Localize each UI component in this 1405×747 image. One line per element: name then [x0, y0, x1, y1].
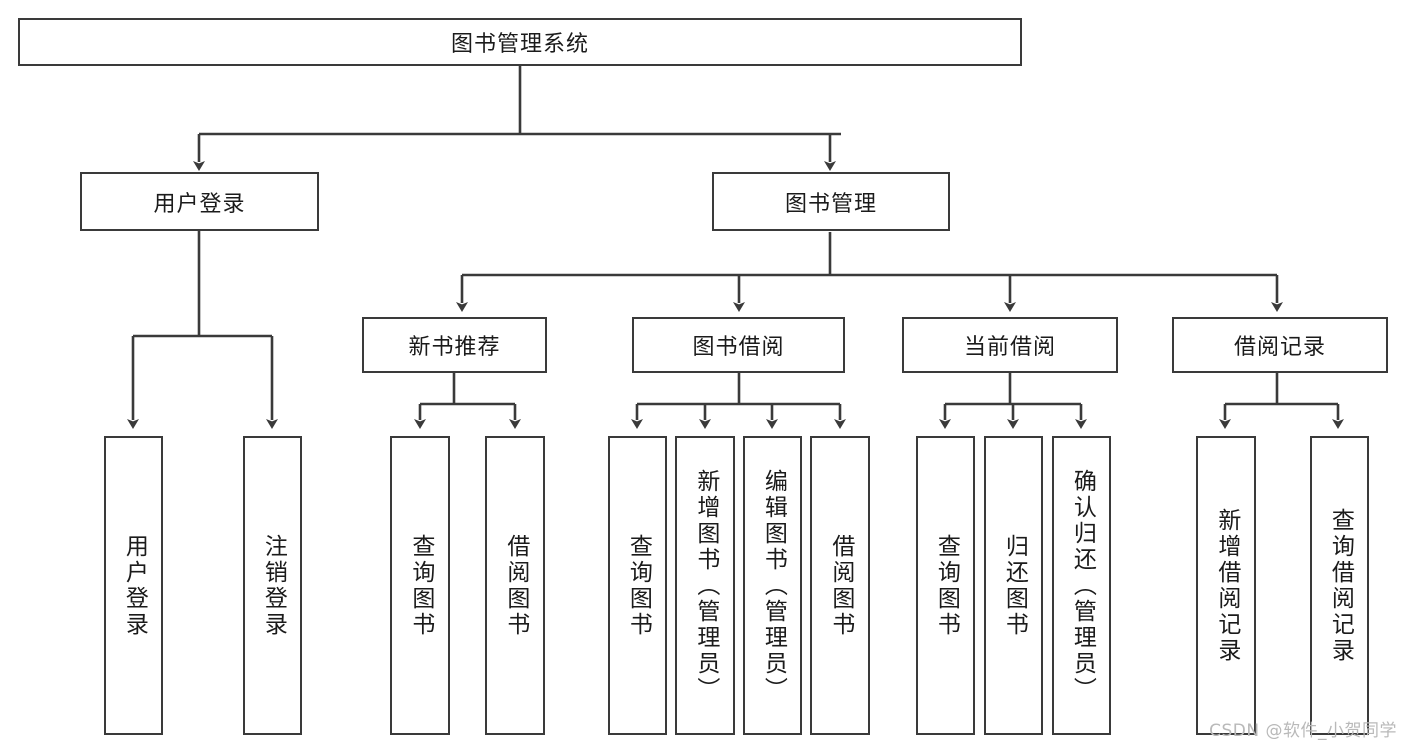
node-leaf-query-book-1-label: 查询图书 — [407, 533, 434, 638]
node-user-login-label: 用户登录 — [153, 191, 246, 217]
node-borrow-record[interactable]: 借阅记录 — [1172, 317, 1388, 373]
node-user-login[interactable]: 用户登录 — [80, 172, 319, 231]
node-book-borrow-label: 图书借阅 — [692, 335, 785, 360]
node-leaf-edit-book[interactable]: 编辑图书（管理员） — [743, 436, 802, 735]
node-leaf-logout-label: 注销登录 — [260, 533, 287, 638]
node-leaf-confirm-return[interactable]: 确认归还（管理员） — [1052, 436, 1111, 735]
node-root[interactable]: 图书管理系统 — [18, 18, 1022, 66]
node-current-borrow[interactable]: 当前借阅 — [902, 317, 1118, 373]
node-leaf-user-login-label: 用户登录 — [121, 533, 148, 638]
watermark: CSDN @软件_小贺同学 — [1209, 721, 1397, 741]
node-leaf-query-record-label: 查询借阅记录 — [1327, 507, 1354, 664]
node-leaf-query-book-3[interactable]: 查询图书 — [916, 436, 975, 735]
node-leaf-borrow-book-2-label: 借阅图书 — [827, 533, 854, 638]
node-leaf-query-book-3-label: 查询图书 — [933, 533, 960, 638]
node-current-borrow-label: 当前借阅 — [963, 335, 1056, 360]
node-leaf-logout[interactable]: 注销登录 — [243, 436, 302, 735]
node-leaf-add-book[interactable]: 新增图书（管理员） — [675, 436, 735, 735]
node-leaf-add-record-label: 新增借阅记录 — [1213, 507, 1240, 664]
node-new-book-recommend[interactable]: 新书推荐 — [362, 317, 547, 373]
node-leaf-add-record[interactable]: 新增借阅记录 — [1196, 436, 1256, 735]
node-leaf-borrow-book-1-label: 借阅图书 — [502, 533, 529, 638]
node-leaf-return-book-label: 归还图书 — [1001, 533, 1028, 638]
node-leaf-borrow-book-2[interactable]: 借阅图书 — [810, 436, 870, 735]
node-leaf-borrow-book-1[interactable]: 借阅图书 — [485, 436, 545, 735]
node-leaf-user-login[interactable]: 用户登录 — [104, 436, 163, 735]
node-book-manage-label: 图书管理 — [784, 191, 877, 217]
node-leaf-edit-book-label: 编辑图书（管理员） — [760, 468, 787, 703]
node-leaf-add-book-label: 新增图书（管理员） — [692, 468, 719, 703]
node-book-manage[interactable]: 图书管理 — [712, 172, 950, 231]
node-leaf-return-book[interactable]: 归还图书 — [984, 436, 1043, 735]
node-leaf-query-book-1[interactable]: 查询图书 — [390, 436, 450, 735]
node-book-borrow[interactable]: 图书借阅 — [632, 317, 845, 373]
node-leaf-confirm-return-label: 确认归还（管理员） — [1069, 468, 1096, 703]
node-leaf-query-book-2-label: 查询图书 — [625, 533, 652, 638]
node-borrow-record-label: 借阅记录 — [1233, 335, 1326, 360]
node-leaf-query-record[interactable]: 查询借阅记录 — [1310, 436, 1369, 735]
node-new-book-recommend-label: 新书推荐 — [408, 335, 501, 360]
node-leaf-query-book-2[interactable]: 查询图书 — [608, 436, 667, 735]
node-root-label: 图书管理系统 — [450, 32, 589, 57]
